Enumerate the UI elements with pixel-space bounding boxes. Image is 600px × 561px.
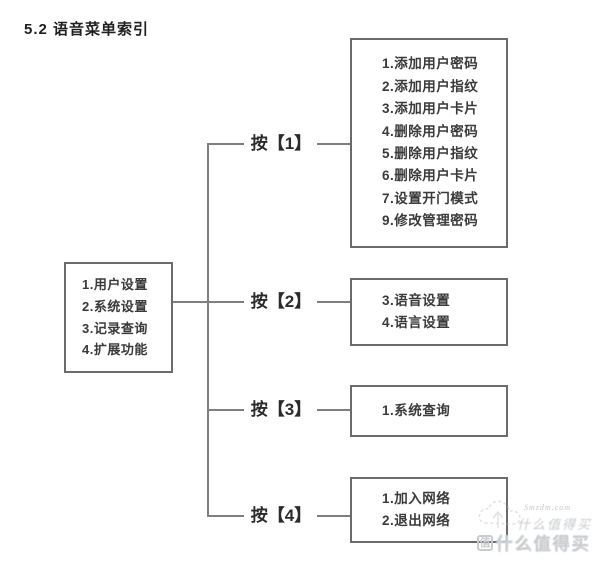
label3-to-box-line [317, 409, 350, 411]
menu-item: 2.系统设置 [82, 298, 148, 314]
watermark-script-large: 什么值得买 [517, 517, 593, 532]
branch-label-press-1: 按【1】 [250, 134, 312, 153]
menu-item: 1.系统查询 [382, 402, 451, 418]
branch3-stub-line [207, 409, 244, 411]
menu-item: 4.语言设置 [382, 315, 451, 330]
menu-item: 4.删除用户密码 [382, 123, 479, 139]
branch-box-record-query: 1.系统查询 [350, 385, 508, 437]
branch-box-user-settings: 1.添加用户密码 2.添加用户指纹 3.添加用户卡片 4.删除用户密码 5.删除用户指纹… [350, 38, 508, 248]
menu-item: 1.添加用户密码 [382, 56, 479, 72]
label2-to-box-line [317, 301, 350, 303]
menu-item: 2.退出网络 [382, 513, 451, 528]
branch1-elbow-line [207, 143, 244, 145]
branch-box-2-items: 3.语音设置 4.语言设置 [352, 290, 506, 335]
watermark-site-text: 什么值得买 [496, 535, 591, 554]
root-menu-items: 1.用户设置 2.系统设置 3.记录查询 4.扩展功能 [66, 274, 171, 360]
label4-to-box-line [317, 515, 350, 517]
menu-item: 5.删除用户指纹 [382, 146, 479, 161]
branch-label-press-4: 按【4】 [250, 506, 312, 525]
branch-label-press-2: 按【2】 [250, 292, 312, 311]
watermark-script-small: Smzdm.com [524, 503, 571, 512]
branch-box-system-settings: 3.语音设置 4.语言设置 [350, 278, 508, 346]
menu-item: 3.添加用户卡片 [382, 101, 479, 117]
menu-item: 9.修改管理密码 [382, 213, 479, 229]
label1-to-box-line [317, 143, 350, 145]
menu-item: 7.设置开门模式 [382, 190, 479, 206]
page-title: 5.2 语音菜单索引 [24, 21, 150, 38]
branch-box-4-items: 1.加入网络 2.退出网络 [352, 488, 506, 533]
branch4-elbow-line [207, 515, 244, 517]
branch-box-extended-functions: 1.加入网络 2.退出网络 [350, 477, 508, 543]
branch-box-3-items: 1.系统查询 [352, 400, 506, 422]
branch-box-1-items: 1.添加用户密码 2.添加用户指纹 3.添加用户卡片 4.删除用户密码 5.删除用户指纹… [352, 53, 506, 232]
root-menu-box: 1.用户设置 2.系统设置 3.记录查询 4.扩展功能 [64, 262, 173, 373]
root-to-trunk-line [173, 301, 244, 303]
branch-label-press-3: 按【3】 [250, 400, 312, 419]
menu-item: 3.记录查询 [82, 320, 148, 336]
menu-item: 6.删除用户卡片 [382, 168, 479, 184]
menu-item: 1.加入网络 [382, 490, 451, 506]
menu-item: 2.添加用户指纹 [382, 78, 479, 94]
menu-item: 4.扩展功能 [82, 342, 148, 358]
menu-item: 3.语音设置 [382, 292, 451, 308]
menu-item: 1.用户设置 [82, 277, 148, 293]
trunk-line [207, 143, 209, 517]
